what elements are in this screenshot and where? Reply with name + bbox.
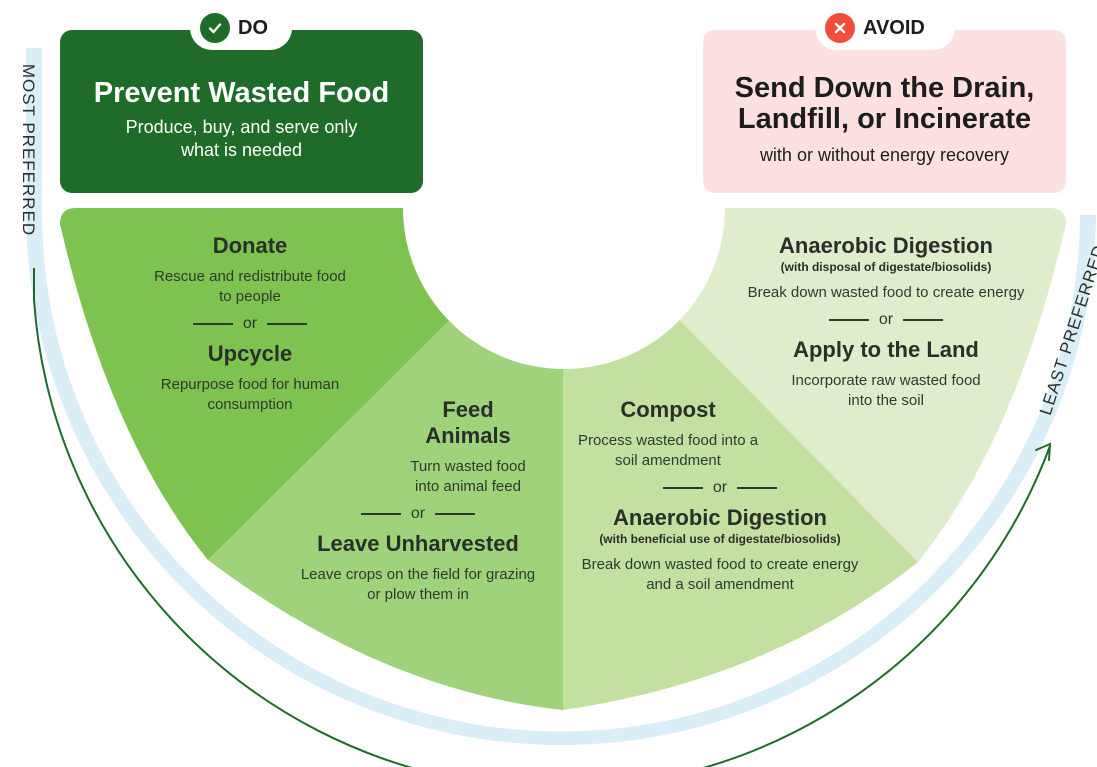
- segment-compost-digestion: [563, 300, 918, 710]
- do-title: Prevent Wasted Food: [93, 77, 390, 109]
- anaerobic-digestion-beneficial-desc: Break down wasted food to create energy …: [581, 556, 859, 593]
- x-icon: [825, 13, 855, 43]
- avoid-pill-label: AVOID: [863, 16, 925, 39]
- or-separator: or: [300, 505, 536, 523]
- upcycle-title: Upcycle: [207, 341, 293, 366]
- segment-1-content: Donate Rescue and redistribute food to p…: [150, 233, 350, 415]
- inner-arc: [412, 214, 716, 366]
- feed-animals-title: Feed Animals: [425, 397, 511, 448]
- do-box: Prevent Wasted Food Produce, buy, and se…: [60, 30, 423, 193]
- segment-digestion-land: [660, 208, 1066, 562]
- avoid-title: Send Down the Drain, Landfill, or Incine…: [734, 72, 1035, 135]
- avoid-box: Send Down the Drain, Landfill, or Incine…: [703, 30, 1066, 193]
- feed-animals-desc: Turn wasted food into animal feed: [410, 458, 526, 495]
- check-icon: [200, 13, 230, 43]
- segment-3-content: Compost Process wasted food into a soil …: [575, 397, 865, 595]
- segment-4-content: Anaerobic Digestion (with disposal of di…: [700, 233, 1072, 411]
- do-pill: DO: [190, 6, 292, 50]
- donate-desc: Rescue and redistribute food to people: [154, 268, 346, 305]
- or-separator: or: [150, 315, 350, 333]
- anaerobic-digestion-disposal-title: Anaerobic Digestion: [779, 233, 993, 258]
- segment-donate-upcycle: [60, 208, 470, 560]
- leave-unharvested-title: Leave Unharvested: [317, 531, 519, 556]
- anaerobic-digestion-beneficial-note: (with beneficial use of digestate/biosol…: [599, 532, 841, 546]
- anaerobic-digestion-disposal-desc: Break down wasted food to create energy: [747, 284, 1025, 301]
- apply-to-land-title: Apply to the Land: [793, 337, 979, 362]
- upcycle-desc: Repurpose food for human consumption: [160, 376, 340, 413]
- compost-title: Compost: [620, 397, 716, 422]
- avoid-pill: AVOID: [815, 6, 955, 50]
- preference-arrowhead: [1035, 442, 1052, 461]
- segment-2-content: Feed Animals Turn wasted food into anima…: [300, 397, 536, 605]
- preference-arrow-line: [33, 268, 1051, 767]
- most-preferred-label: MOST PREFERRED: [19, 63, 38, 237]
- avoid-subtitle: with or without energy recovery: [759, 145, 1010, 165]
- or-separator: or: [700, 311, 1072, 329]
- apply-to-land-desc: Incorporate raw wasted food into the soi…: [791, 372, 981, 409]
- anaerobic-digestion-disposal-note: (with disposal of digestate/biosolids): [780, 260, 992, 274]
- or-separator: or: [575, 479, 865, 497]
- anaerobic-digestion-beneficial-title: Anaerobic Digestion: [613, 505, 827, 530]
- donate-title: Donate: [212, 233, 288, 258]
- leave-unharvested-desc: Leave crops on the field for grazing or …: [300, 566, 536, 603]
- compost-desc: Process wasted food into a soil amendmen…: [577, 432, 759, 469]
- segment-animals-unharvested: [208, 300, 563, 710]
- do-subtitle: Produce, buy, and serve only what is nee…: [125, 117, 358, 160]
- do-pill-label: DO: [238, 16, 268, 39]
